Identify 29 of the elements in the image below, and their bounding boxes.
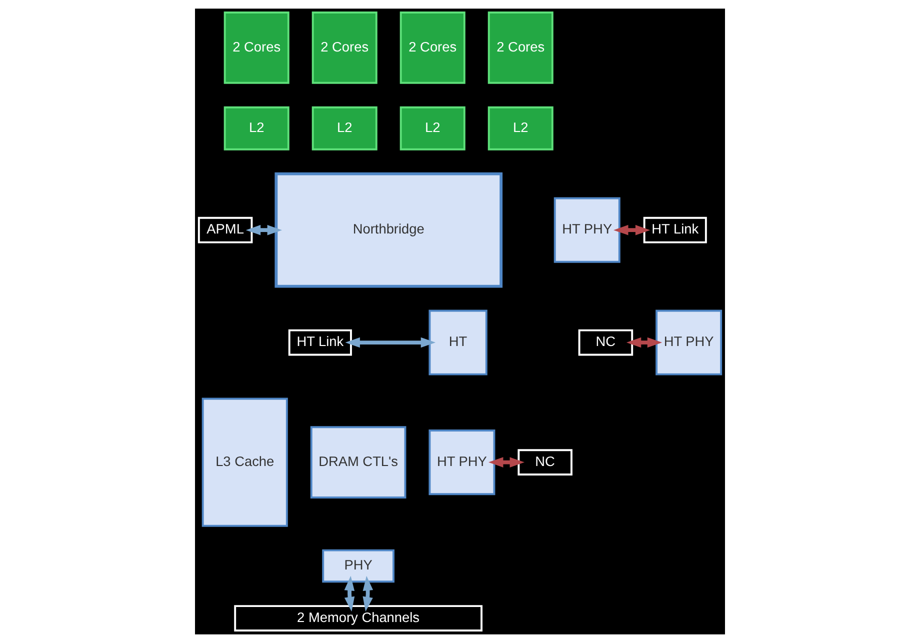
node-box: L2	[399, 106, 465, 150]
node-box: 2 Cores	[223, 12, 289, 84]
node-box: L2	[311, 106, 377, 150]
arrow	[344, 576, 354, 612]
arrow	[488, 457, 524, 468]
node-box: NC	[517, 449, 572, 476]
node-box: L3 Cache	[201, 398, 288, 527]
arrow	[626, 337, 662, 348]
node-box: 2 Memory Channels	[234, 605, 482, 632]
arrow	[613, 224, 650, 236]
node-box: L2	[487, 106, 553, 150]
node-box: L2	[223, 106, 289, 150]
arrow	[245, 224, 282, 236]
node-box: 2 Cores	[311, 12, 377, 84]
node-box: HT Link	[288, 329, 352, 356]
node-box: HT PHY	[655, 310, 722, 376]
node-box: NC	[578, 329, 633, 356]
arrow	[362, 576, 373, 612]
node-box: 2 Cores	[399, 12, 465, 84]
node-box: HT Link	[642, 216, 706, 244]
node-box: 2 Cores	[487, 12, 553, 84]
node-box: HT PHY	[428, 430, 495, 496]
node-box: PHY	[322, 549, 394, 583]
node-box: HT	[428, 310, 487, 376]
arrow	[344, 337, 436, 348]
node-box: HT PHY	[553, 197, 620, 263]
node-box: DRAM CTL's	[310, 426, 406, 498]
node-box: APML	[197, 216, 252, 244]
node-box: Northbridge	[274, 172, 502, 288]
